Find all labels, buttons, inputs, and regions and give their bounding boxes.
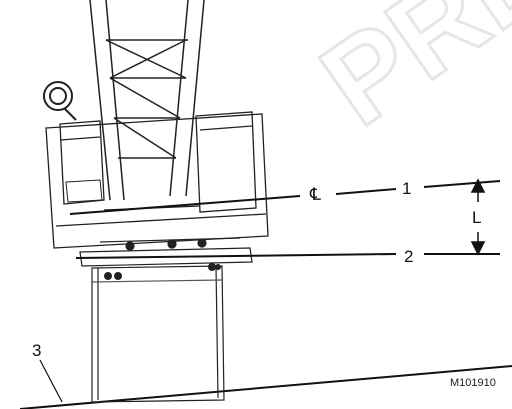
callout-3-leader xyxy=(39,359,63,403)
callout-2: 2 xyxy=(404,247,413,266)
crane-body xyxy=(45,111,269,249)
callout-1: 1 xyxy=(402,179,411,198)
boom-lattice xyxy=(89,0,205,201)
mounting-bolts xyxy=(104,263,221,280)
reference-line-2 xyxy=(75,253,500,259)
svg-text:PREVIEW: PREVIEW xyxy=(298,0,512,151)
dimension-label: L xyxy=(472,208,481,227)
watermark: PREVIEW xyxy=(297,0,512,153)
crane-base xyxy=(91,265,225,403)
figure-id: M101910 xyxy=(450,377,496,389)
reference-line-1 xyxy=(69,180,501,215)
dimension-L xyxy=(470,178,486,256)
callout-3: 3 xyxy=(32,341,41,360)
hook-block xyxy=(43,81,77,121)
centerline-symbol: ℄ xyxy=(309,185,321,204)
